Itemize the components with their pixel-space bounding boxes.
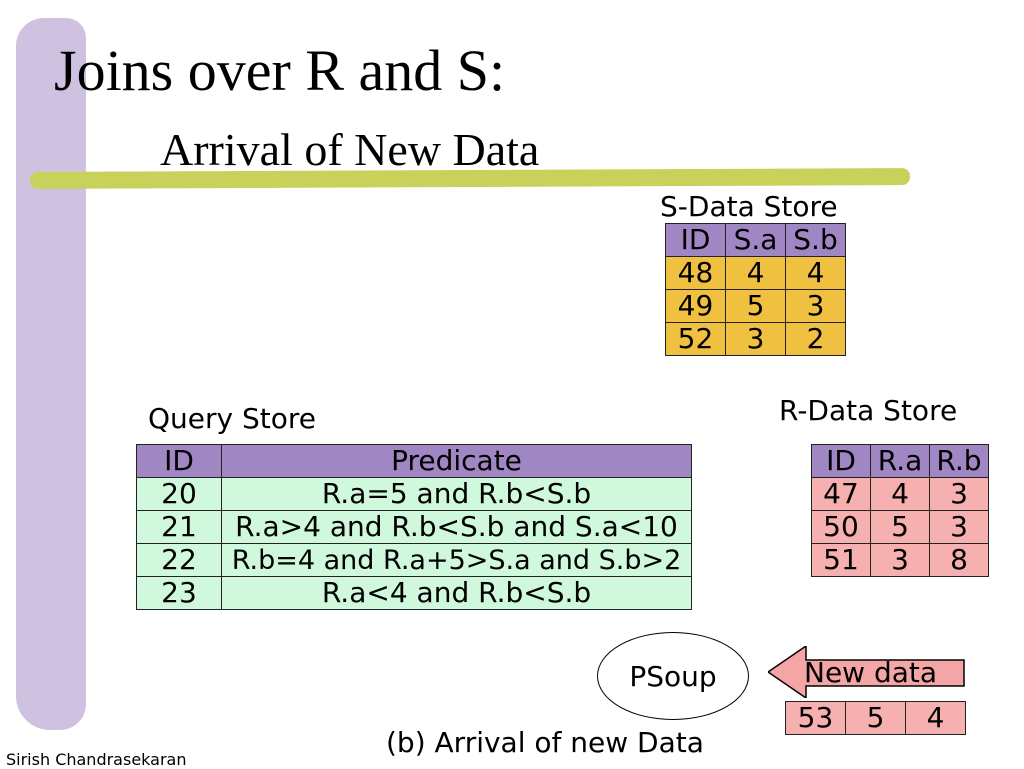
column-header: S.b [785, 223, 846, 257]
table-cell: 4 [870, 477, 930, 511]
r-store-label: R-Data Store [779, 394, 958, 427]
author-footer: Sirish Chandrasekaran [6, 750, 187, 769]
left-decorative-bar [16, 18, 86, 730]
table-row: 53 5 4 [785, 701, 966, 735]
table-cell: R.b=4 and R.a+5>S.a and S.b>2 [221, 543, 692, 577]
new-data-label: New data [804, 656, 938, 689]
column-header: S.a [725, 223, 786, 257]
figure-caption: (b) Arrival of new Data [386, 726, 704, 759]
query-store-label: Query Store [148, 402, 316, 435]
table-row: 48 4 4 [665, 256, 846, 290]
table-row: 47 4 3 [811, 477, 989, 511]
table-cell: 53 [785, 701, 846, 735]
table-cell: 8 [929, 543, 989, 577]
r-data-store-table: ID R.a R.b 47 4 3 50 5 3 51 3 8 [811, 444, 989, 577]
table-row: 51 3 8 [811, 543, 989, 577]
table-row: 52 3 2 [665, 322, 846, 356]
table-cell: 3 [785, 289, 846, 323]
table-cell: 3 [929, 477, 989, 511]
table-row: 50 5 3 [811, 510, 989, 544]
table-cell: 20 [136, 477, 222, 511]
table-row: 21 R.a>4 and R.b<S.b and S.a<10 [136, 510, 692, 544]
table-cell: 3 [929, 510, 989, 544]
column-header: Predicate [221, 444, 692, 478]
table-cell: 51 [811, 543, 871, 577]
table-cell: 5 [725, 289, 786, 323]
table-row: 49 5 3 [665, 289, 846, 323]
left-arrow-icon [768, 646, 965, 698]
column-header: ID [665, 223, 726, 257]
slide-subtitle: Arrival of New Data [160, 124, 540, 175]
table-header-row: ID Predicate [136, 444, 692, 478]
column-header: ID [136, 444, 222, 478]
table-cell: 21 [136, 510, 222, 544]
table-header-row: ID R.a R.b [811, 444, 989, 478]
table-cell: 5 [845, 701, 906, 735]
table-cell: 5 [870, 510, 930, 544]
table-cell: 4 [785, 256, 846, 290]
table-row: 20 R.a=5 and R.b<S.b [136, 477, 692, 511]
column-header: R.a [870, 444, 930, 478]
table-cell: 52 [665, 322, 726, 356]
table-cell: R.a=5 and R.b<S.b [221, 477, 692, 511]
column-header: ID [811, 444, 871, 478]
table-cell: 4 [905, 701, 966, 735]
table-cell: 2 [785, 322, 846, 356]
slide-title: Joins over R and S: [54, 38, 506, 103]
column-header: R.b [929, 444, 989, 478]
table-row: 22 R.b=4 and R.a+5>S.a and S.b>2 [136, 543, 692, 577]
table-cell: R.a<4 and R.b<S.b [221, 576, 692, 610]
table-cell: 3 [870, 543, 930, 577]
psoup-label: PSoup [629, 659, 717, 693]
table-cell: R.a>4 and R.b<S.b and S.a<10 [221, 510, 692, 544]
psoup-ellipse: PSoup [597, 632, 749, 720]
table-row: 23 R.a<4 and R.b<S.b [136, 576, 692, 610]
table-cell: 4 [725, 256, 786, 290]
table-cell: 3 [725, 322, 786, 356]
table-cell: 47 [811, 477, 871, 511]
table-cell: 23 [136, 576, 222, 610]
s-store-label: S-Data Store [660, 190, 838, 223]
table-cell: 22 [136, 543, 222, 577]
table-header-row: ID S.a S.b [665, 223, 846, 257]
s-data-store-table: ID S.a S.b 48 4 4 49 5 3 52 3 2 [665, 223, 846, 356]
new-data-table: 53 5 4 [785, 701, 966, 735]
table-cell: 48 [665, 256, 726, 290]
table-cell: 49 [665, 289, 726, 323]
table-cell: 50 [811, 510, 871, 544]
query-store-table: ID Predicate 20 R.a=5 and R.b<S.b 21 R.a… [136, 444, 692, 610]
title-underline [29, 168, 911, 189]
